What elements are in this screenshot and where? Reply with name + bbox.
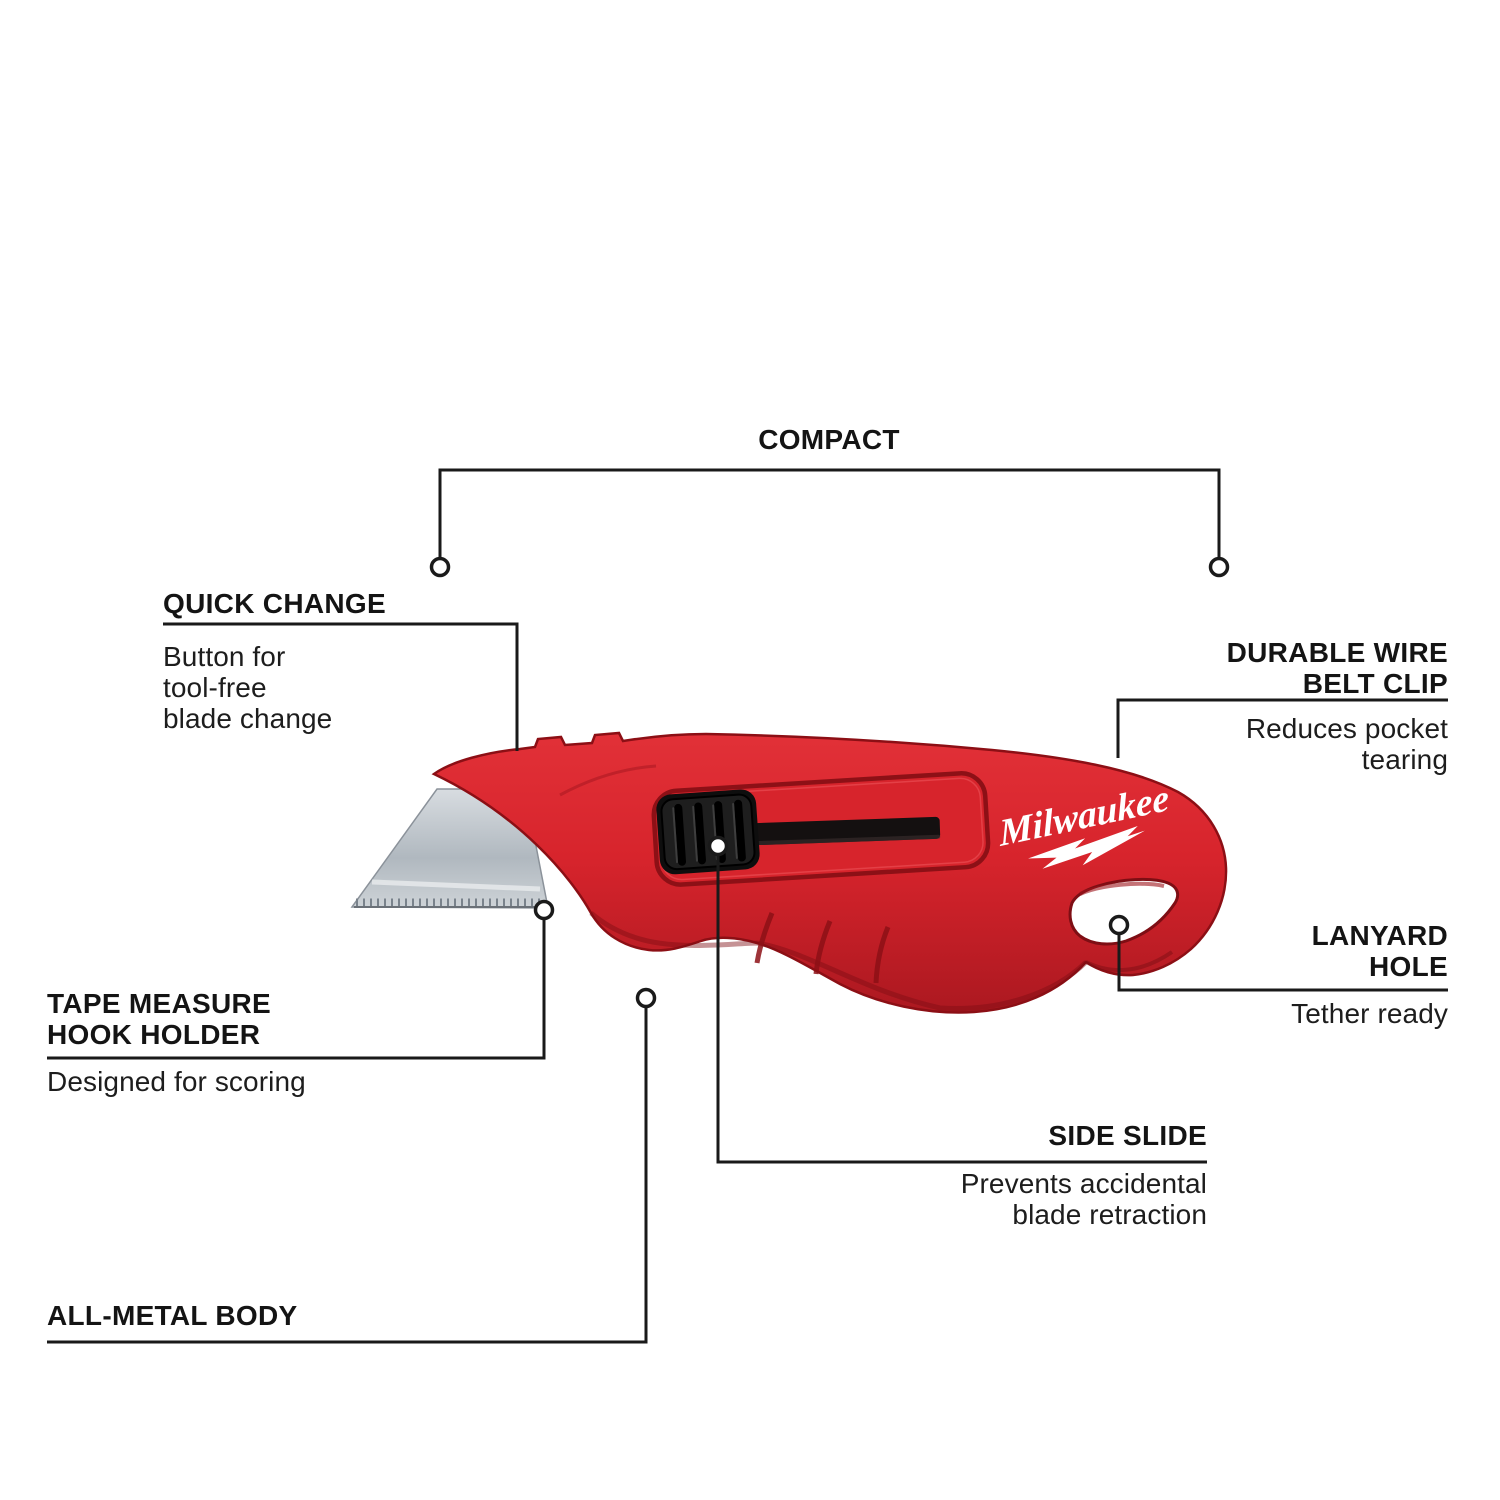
callout-line-lanyard [1117, 934, 1448, 992]
callout-belt-clip-desc: Reduces pocket tearing [1028, 713, 1448, 775]
callout-tape-measure: TAPE MEASURE HOOK HOLDER Designed for sc… [47, 988, 427, 1097]
callout-line-quick-change [163, 622, 519, 751]
title-line: TAPE MEASURE [47, 988, 271, 1019]
body-bottom-shadow [589, 911, 1088, 1012]
desc-line: blade change [163, 703, 333, 734]
callout-markers [429, 556, 1230, 1009]
blade-edge-highlight [371, 879, 541, 892]
callout-belt-clip-title: DURABLE WIRE BELT CLIP [1028, 637, 1448, 699]
callout-lanyard-title: LANYARD HOLE [1148, 920, 1448, 982]
callout-lanyard-desc: Tether ready [1291, 998, 1448, 1029]
hook-shadow [1085, 950, 1174, 972]
callout-side-slide-title: SIDE SLIDE [1048, 1120, 1207, 1151]
grip-notches [754, 912, 891, 984]
desc-line: Prevents accidental [960, 1168, 1207, 1199]
callout-lanyard: LANYARD HOLE Tether ready [1148, 920, 1448, 1029]
marker-all-metal [635, 987, 657, 1009]
callout-line-side-slide [716, 855, 1207, 1164]
callout-side-slide-desc: Prevents accidental blade retraction [807, 1168, 1207, 1230]
callout-line-compact [438, 468, 1221, 558]
callout-tape-measure-desc: Designed for scoring [47, 1066, 306, 1097]
callout-all-metal: ALL-METAL BODY [47, 1300, 447, 1331]
title-line: HOOK HOLDER [47, 1019, 261, 1050]
lanyard-hole-cutout [1068, 877, 1180, 946]
callout-quick-change: QUICK CHANGE Button for tool-free blade … [163, 588, 523, 734]
desc-line: blade retraction [1012, 1199, 1207, 1230]
callout-tape-measure-title: TAPE MEASURE HOOK HOLDER [47, 988, 427, 1050]
title-line: LANYARD [1311, 920, 1448, 951]
callout-quick-change-title: QUICK CHANGE [163, 588, 386, 619]
title-line: HOLE [1369, 951, 1448, 982]
marker-side-slide [707, 835, 729, 857]
title-line: BELT CLIP [1302, 668, 1448, 699]
desc-line: Button for [163, 641, 286, 672]
callout-line-belt-clip [1116, 698, 1448, 758]
marker-compact-left [429, 556, 451, 578]
desc-line: Reduces pocket [1245, 713, 1448, 744]
marker-compact-right [1208, 556, 1230, 578]
front-crease [559, 764, 657, 797]
callout-line-tape-measure [47, 919, 546, 1060]
callout-compact-title: COMPACT [758, 424, 900, 455]
callout-line-all-metal [47, 1007, 648, 1344]
callout-compact: COMPACT [629, 424, 1029, 455]
utility-knife-illustration: Milwaukee [350, 731, 1228, 1014]
callout-side-slide: SIDE SLIDE Prevents accidental blade ret… [807, 1120, 1207, 1230]
callout-lines [47, 468, 1448, 1344]
marker-lanyard [1108, 914, 1130, 936]
title-line: DURABLE WIRE [1226, 637, 1448, 668]
slide-slot [751, 816, 941, 846]
desc-line: tearing [1361, 744, 1448, 775]
desc-line: tool-free [163, 672, 267, 703]
callout-all-metal-title: ALL-METAL BODY [47, 1300, 298, 1331]
callout-quick-change-desc: Button for tool-free blade change [163, 641, 523, 734]
blade [350, 788, 549, 909]
marker-tape-measure [533, 899, 555, 921]
lightning-bolt-icon [1028, 825, 1145, 869]
slide-button [656, 789, 760, 875]
callout-belt-clip: DURABLE WIRE BELT CLIP Reduces pocket te… [1028, 637, 1448, 775]
